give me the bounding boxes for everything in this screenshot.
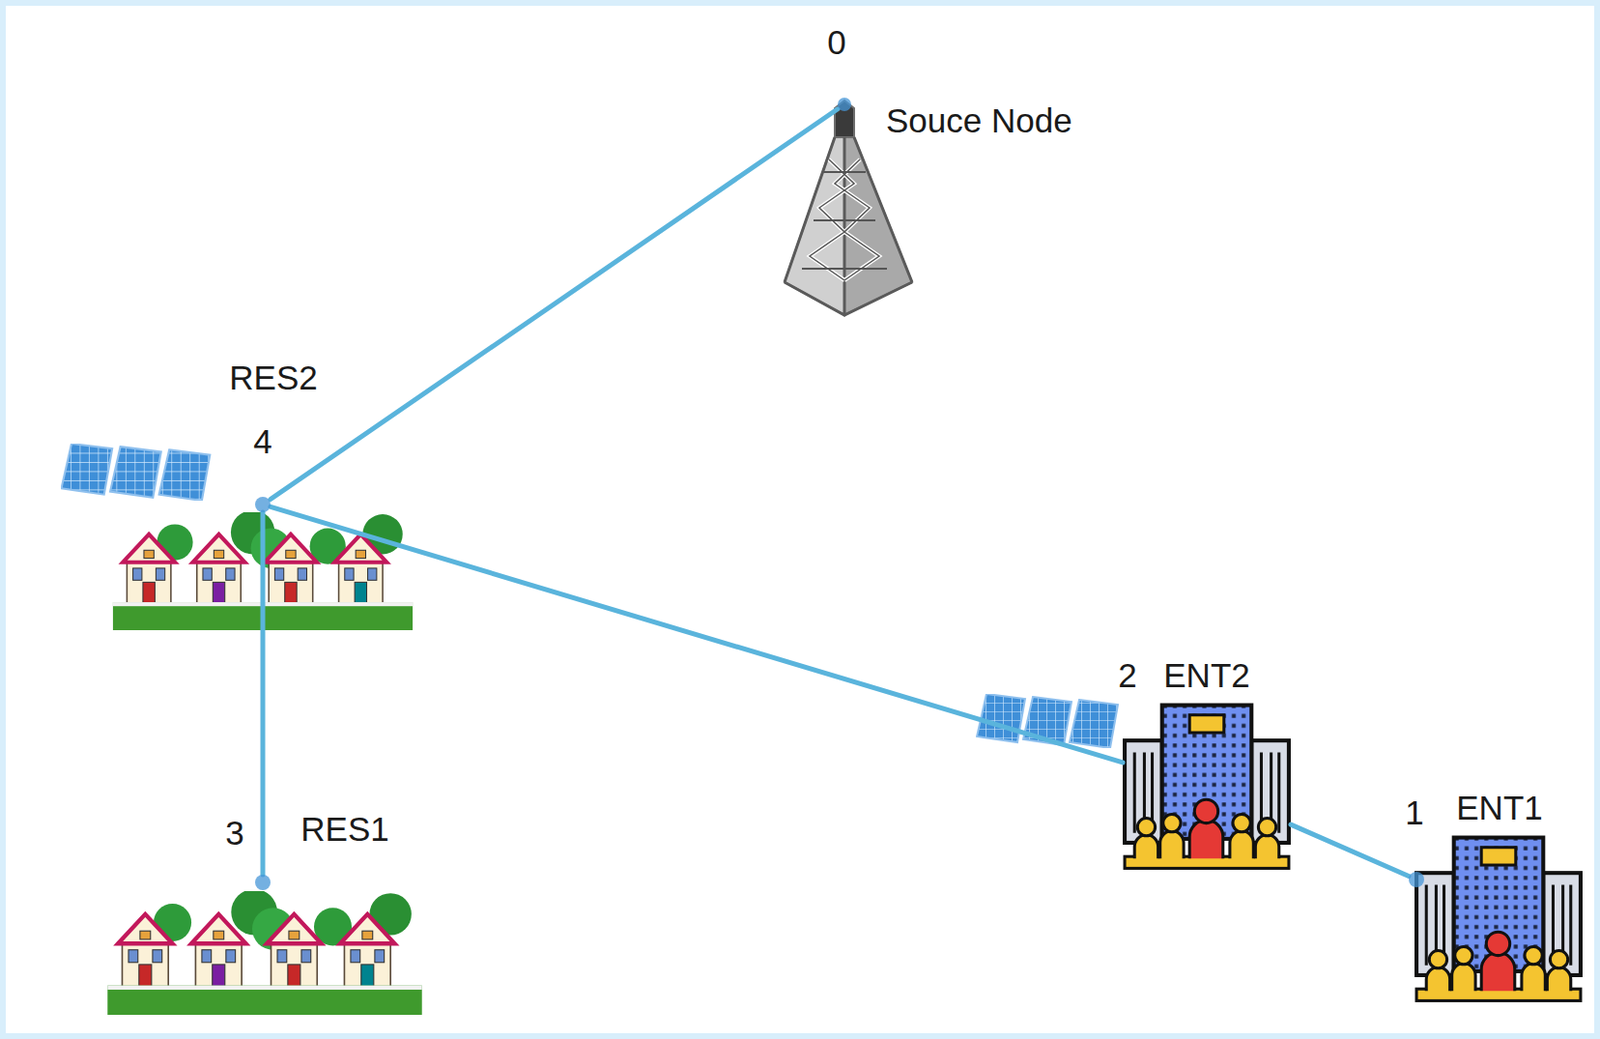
node-number: 2 bbox=[1117, 657, 1137, 695]
site-node: 2ENT2 bbox=[1122, 702, 1291, 873]
node-label: RES1 bbox=[300, 810, 389, 849]
node-number: 4 bbox=[253, 423, 272, 461]
houses-icon bbox=[107, 888, 422, 1015]
solar-panels bbox=[60, 443, 210, 501]
node-label: ENT2 bbox=[1163, 657, 1250, 695]
link-line bbox=[1290, 824, 1409, 876]
node-number: 0 bbox=[827, 24, 846, 62]
link-line bbox=[270, 506, 1123, 763]
site-node: 1ENT1 bbox=[1408, 871, 1425, 887]
node-number: 1 bbox=[1404, 794, 1424, 832]
node-number: 3 bbox=[225, 814, 244, 853]
site-node: 3RES1 bbox=[255, 874, 271, 890]
node-label: RES2 bbox=[228, 359, 317, 398]
office-icon bbox=[1124, 705, 1289, 869]
link-line bbox=[270, 109, 838, 500]
node-label: ENT1 bbox=[1456, 789, 1543, 828]
office-icon bbox=[1416, 837, 1581, 1001]
node-label: Souce Node bbox=[885, 102, 1073, 141]
site-node: 0Souce Node bbox=[837, 97, 852, 112]
link-line bbox=[260, 512, 266, 875]
site-node: RES24 bbox=[255, 496, 271, 513]
